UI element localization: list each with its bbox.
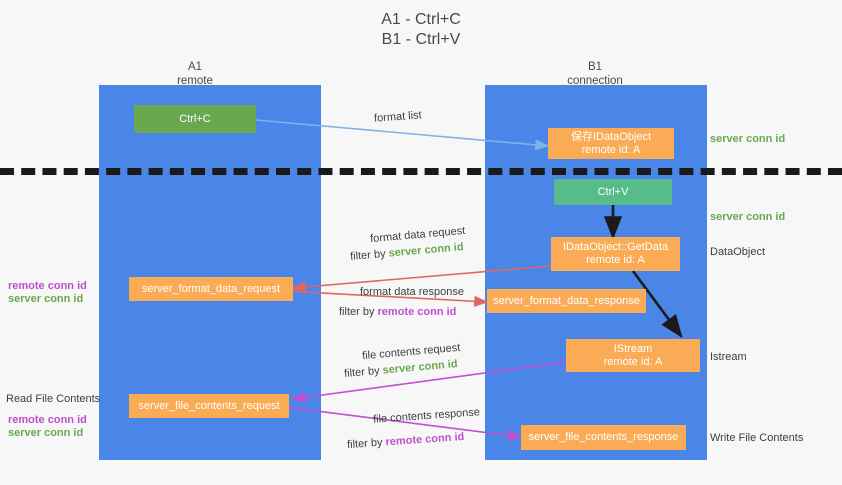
node-istream[interactable]: IStream remote id: A	[566, 339, 700, 372]
filter-value: server conn id	[382, 358, 459, 377]
filter-prefix: filter by	[346, 436, 383, 452]
label-server-conn-id-bot: server conn id	[8, 427, 84, 439]
node-server-file-contents-request[interactable]: server_file_contents_request	[129, 394, 289, 418]
label-dataobject: DataObject	[710, 246, 766, 258]
node-idataobject-getdata-label: IDataObject::GetData	[562, 241, 669, 253]
node-server-format-data-request-label: server_format_data_request	[141, 282, 281, 295]
lane-a1-role: remote	[177, 75, 213, 87]
lane-header-b1: B1 connection	[530, 60, 660, 88]
node-server-file-contents-response-label: server_file_contents_response	[528, 431, 679, 443]
lane-b1-name: B1	[587, 61, 603, 73]
node-ctrl-c-label: Ctrl+C	[179, 112, 211, 125]
label-read-file-contents: Read File Contents	[6, 393, 101, 405]
dashed-divider	[0, 168, 842, 175]
label-remote-conn-id-bot: remote conn id	[8, 414, 87, 426]
label-server-conn-id-mid: server conn id	[8, 293, 84, 305]
node-server-file-contents-request-label: server_file_contents_request	[138, 399, 280, 412]
node-idataobject-getdata-id: remote id: A	[586, 254, 645, 266]
lane-header-a1: A1 remote	[130, 60, 260, 88]
filter-value: server conn id	[388, 241, 465, 260]
filter-prefix: filter by	[343, 364, 381, 380]
label-server-conn-id-second: server conn id	[710, 211, 786, 223]
node-ctrl-v-label: Ctrl+V	[597, 185, 629, 198]
page-title: A1 - Ctrl+C B1 - Ctrl+V	[0, 10, 842, 50]
node-save-idataobject-label: 保存IDataObject	[570, 130, 652, 143]
filter-value: remote conn id	[377, 306, 457, 318]
filter-prefix: filter by	[339, 306, 375, 318]
edge-label-format-list: format list	[373, 109, 423, 125]
title-line-1: A1 - Ctrl+C	[381, 11, 461, 28]
label-write-file-contents: Write File Contents	[710, 432, 804, 444]
node-server-format-data-response-label: server_format_data_response	[493, 294, 640, 307]
title-line-2: B1 - Ctrl+V	[381, 31, 461, 48]
node-istream-id: remote id: A	[603, 355, 663, 368]
filter-prefix: filter by	[349, 247, 387, 263]
node-server-format-data-response[interactable]: server_format_data_response	[487, 289, 646, 313]
edge-filter-file-contents-request: filter by server conn id	[344, 357, 459, 381]
edge-label-format-data-response: format data response	[360, 286, 464, 298]
node-idataobject-getdata[interactable]: IDataObject::GetData remote id: A	[551, 237, 680, 271]
edge-filter-file-contents-response: filter by remote conn id	[347, 430, 465, 452]
node-server-format-data-request[interactable]: server_format_data_request	[129, 277, 293, 301]
node-save-idataobject[interactable]: 保存IDataObject remote id: A	[548, 128, 674, 159]
node-istream-label: IStream	[613, 342, 653, 355]
edge-label-file-contents-response: file contents response	[372, 406, 481, 426]
node-ctrl-v[interactable]: Ctrl+V	[554, 179, 672, 205]
edge-filter-format-data-request: filter by server conn id	[350, 240, 465, 264]
lane-a1-name: A1	[187, 61, 203, 73]
lane-b1-role: connection	[567, 75, 623, 87]
label-remote-conn-id-mid: remote conn id	[8, 280, 87, 292]
node-server-file-contents-response[interactable]: server_file_contents_response	[521, 425, 686, 450]
node-save-idataobject-id: remote id: A	[581, 143, 641, 156]
node-ctrl-c[interactable]: Ctrl+C	[134, 105, 256, 133]
label-istream: Istream	[710, 351, 747, 363]
filter-value: remote conn id	[385, 430, 465, 449]
label-server-conn-id-top: server conn id	[710, 133, 786, 145]
edge-filter-format-data-response: filter by remote conn id	[339, 305, 456, 319]
